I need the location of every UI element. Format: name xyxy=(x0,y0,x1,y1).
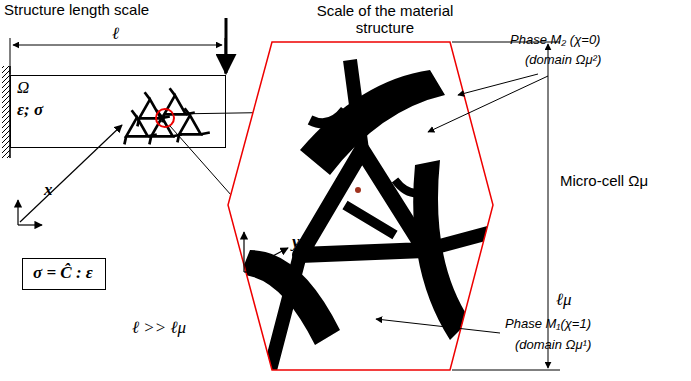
axis-label: y xyxy=(292,232,300,252)
length-dimension: ℓμ xyxy=(556,290,572,310)
length-dimension: ℓ xyxy=(112,24,119,44)
phase-label: Phase M₂ (χ=0) xyxy=(510,32,600,47)
equation-box: σ = Ĉ : ε xyxy=(22,258,106,290)
domain-symbol: Ω xyxy=(17,78,29,98)
axis-label: x xyxy=(44,180,53,200)
field-symbols: ε; σ xyxy=(17,100,43,120)
scale-relation: ℓ >> ℓμ xyxy=(132,318,186,338)
constitutive-law: σ = Ĉ : ε xyxy=(33,263,93,283)
phase-label: (domain Ωμ¹) xyxy=(515,337,591,352)
cell-label: Micro-cell Ωμ xyxy=(560,172,648,189)
structure-box: Ωε; σ xyxy=(10,75,226,148)
scale-title: Structure length scale xyxy=(4,1,149,18)
phase-label: Phase M₁(χ=1) xyxy=(505,316,591,331)
phase-label: (domain Ωμ²) xyxy=(525,52,601,67)
scale-title: Scale of the material structure xyxy=(300,2,470,36)
